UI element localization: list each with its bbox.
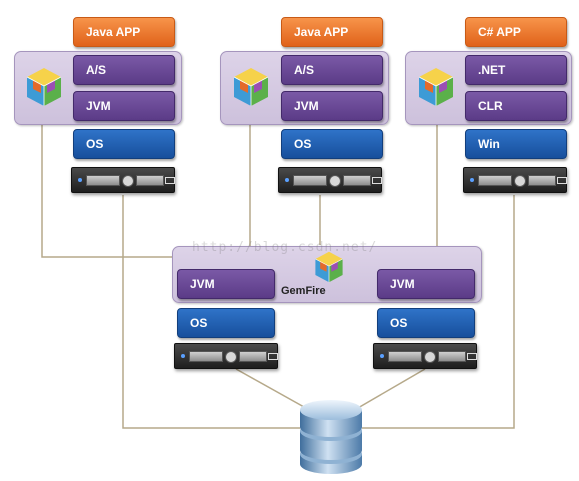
stack-1-jvm-box: JVM — [73, 91, 175, 121]
gemfire-node-1-os-box: OS — [177, 308, 275, 338]
stack-3-clr-label: CLR — [478, 99, 503, 113]
stack-2-os-label: OS — [294, 137, 312, 151]
stack-1-os-label: OS — [86, 137, 104, 151]
stack-3-cube-icon — [416, 66, 456, 108]
stack-1-app-box: Java APP — [73, 17, 175, 47]
stack-3-app-label: C# APP — [478, 25, 521, 39]
stack-3-dotnet-label: .NET — [478, 63, 506, 77]
stack-2-jvm-box: JVM — [281, 91, 383, 121]
gemfire-node-1-os-label: OS — [190, 316, 208, 330]
gemfire-node-1-server-icon — [174, 343, 278, 369]
gemfire-node-1-jvm-label: JVM — [190, 277, 215, 291]
stack-2-jvm-label: JVM — [294, 99, 319, 113]
stack-3-dotnet-box: .NET — [465, 55, 567, 85]
gemfire-cube-icon — [313, 250, 345, 284]
gemfire-node-1-jvm-box: JVM — [177, 269, 275, 299]
database-icon — [298, 398, 364, 476]
stack-2-server-icon — [278, 167, 382, 193]
stack-2-as-box: A/S — [281, 55, 383, 85]
stack-2-as-label: A/S — [294, 63, 315, 77]
stack-1-as-box: A/S — [73, 55, 175, 85]
stack-1-os-box: OS — [73, 129, 175, 159]
stack-2-app-label: Java APP — [294, 25, 349, 39]
stack-3-app-box: C# APP — [465, 17, 567, 47]
stack-1-cube-icon — [24, 66, 64, 108]
stack-1-server-icon — [71, 167, 175, 193]
stack-1-app-label: Java APP — [86, 25, 141, 39]
stack-3-os-label: Win — [478, 137, 500, 151]
stack-3-server-icon — [463, 167, 567, 193]
stack-3-clr-box: CLR — [465, 91, 567, 121]
gemfire-node-2-os-label: OS — [390, 316, 408, 330]
stack-1-as-label: A/S — [86, 63, 107, 77]
gemfire-label: GemFire — [281, 285, 326, 297]
stack-2-app-box: Java APP — [281, 17, 383, 47]
gemfire-node-2-jvm-box: JVM — [377, 269, 475, 299]
gemfire-node-2-os-box: OS — [377, 308, 475, 338]
watermark-text: http://blog.csdn.net/ — [192, 240, 378, 255]
stack-3-os-box: Win — [465, 129, 567, 159]
stack-2-os-box: OS — [281, 129, 383, 159]
gemfire-node-2-server-icon — [373, 343, 477, 369]
gemfire-node-2-jvm-label: JVM — [390, 277, 415, 291]
stack-1-jvm-label: JVM — [86, 99, 111, 113]
stack-2-cube-icon — [231, 66, 271, 108]
